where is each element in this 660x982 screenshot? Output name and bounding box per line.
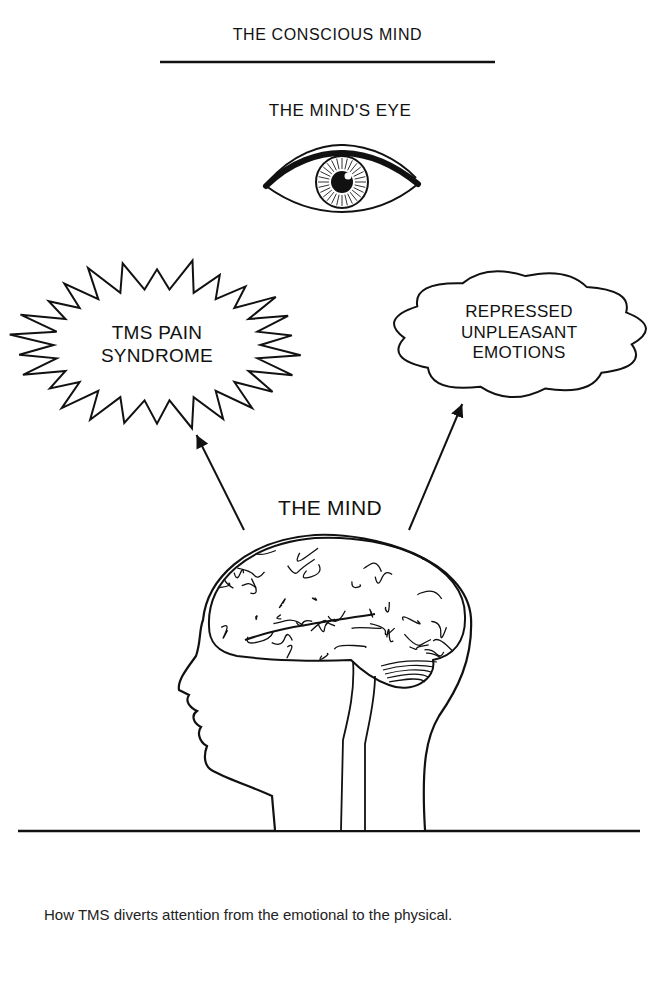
brain-fold [370,624,395,635]
brain-fold [277,615,281,619]
brain-fold [223,538,248,551]
iris-stroke [348,160,353,170]
iris-stroke [320,188,330,193]
iris-stroke [342,195,343,206]
arrow-connector [197,435,244,530]
brain-fold [385,602,389,612]
brain-fold [320,653,328,659]
node-text: TMS PAIN SYNDROME [72,322,242,368]
starburst-shape [10,261,301,429]
brain-fold [250,579,256,594]
brain-fold [287,645,292,657]
caption: How TMS diverts attention from the emoti… [44,906,644,923]
head-profile [179,535,471,830]
brain-fold [439,557,455,567]
brain-fold [375,573,392,584]
brain-fold [303,564,320,578]
brain-fold [279,599,285,608]
brain-fold [430,539,438,555]
brain-fold [256,616,257,620]
cerebellum [381,661,437,682]
brain-fold [402,617,420,624]
head-outline [175,530,475,830]
iris-stroke [354,172,364,177]
iris-stroke [345,159,347,170]
iris-stroke [355,182,366,183]
base-line [18,830,640,833]
brain-fold [242,584,256,588]
iris-stroke [350,192,357,201]
node-text: REPRESSED UNPLEASANT EMOTIONS [461,302,577,363]
node-text: THE MIND [180,495,480,520]
starburst-node: TMS PAIN SYNDROME [5,255,309,435]
arrow-connector [409,404,462,530]
iris-stroke [348,194,353,204]
brainstem [341,661,375,830]
brain-fold [352,627,381,629]
iris-stroke [320,172,330,177]
brain-fold [404,634,431,645]
brain-fold [221,626,227,639]
iris [316,156,368,208]
eye-illustration [266,145,418,212]
lateral-fissure [245,614,375,640]
brain-fold [234,570,243,578]
iris-stroke [355,177,366,179]
pupil [331,171,353,193]
cerebellum-fold [387,674,428,678]
iris-stroke [332,194,337,204]
brain-fold [297,548,317,561]
brain-fold [237,568,264,577]
brain-fold [441,534,467,544]
brain-fold [352,581,361,587]
cloud-node: REPRESSED UNPLEASANT EMOTIONS [390,262,648,404]
brain-fold [424,650,443,656]
brain-fold [312,598,316,600]
iris-lines [318,158,366,206]
iris-stroke [355,185,366,187]
iris-stroke [323,190,332,197]
brain-fold [418,591,442,599]
iris-stroke [352,167,361,174]
iris-stroke [337,159,339,170]
cerebellum-fold [389,679,425,682]
iris-stroke [332,160,337,170]
iris-stroke [319,185,330,187]
eye-highlight [345,173,352,180]
iris-stroke [337,195,339,206]
cerebellum-fold [383,665,434,670]
brain-fold [288,559,315,573]
brain-fold [334,645,366,649]
cerebellum-fold [385,670,431,674]
title-rule [160,61,495,64]
iris-stroke [342,158,343,169]
iris-stroke [327,163,334,172]
iris-stroke [318,182,329,183]
brain-fold [364,563,382,572]
brain-fold [272,634,293,644]
iris-stroke [345,195,347,206]
brain-folds [216,534,467,663]
brain-fold [431,621,446,637]
text-label: THE MIND'S EYE [230,101,450,121]
brain-fold [387,629,394,641]
head-node: THE MIND [175,530,475,830]
brain-outline [209,538,465,688]
eye-outline [266,153,418,212]
iris-stroke [319,177,330,179]
iris-stroke [354,188,364,193]
brain-fold [370,609,373,617]
diagram-title: THE CONSCIOUS MIND [160,26,495,44]
cloud-shape [394,271,646,397]
